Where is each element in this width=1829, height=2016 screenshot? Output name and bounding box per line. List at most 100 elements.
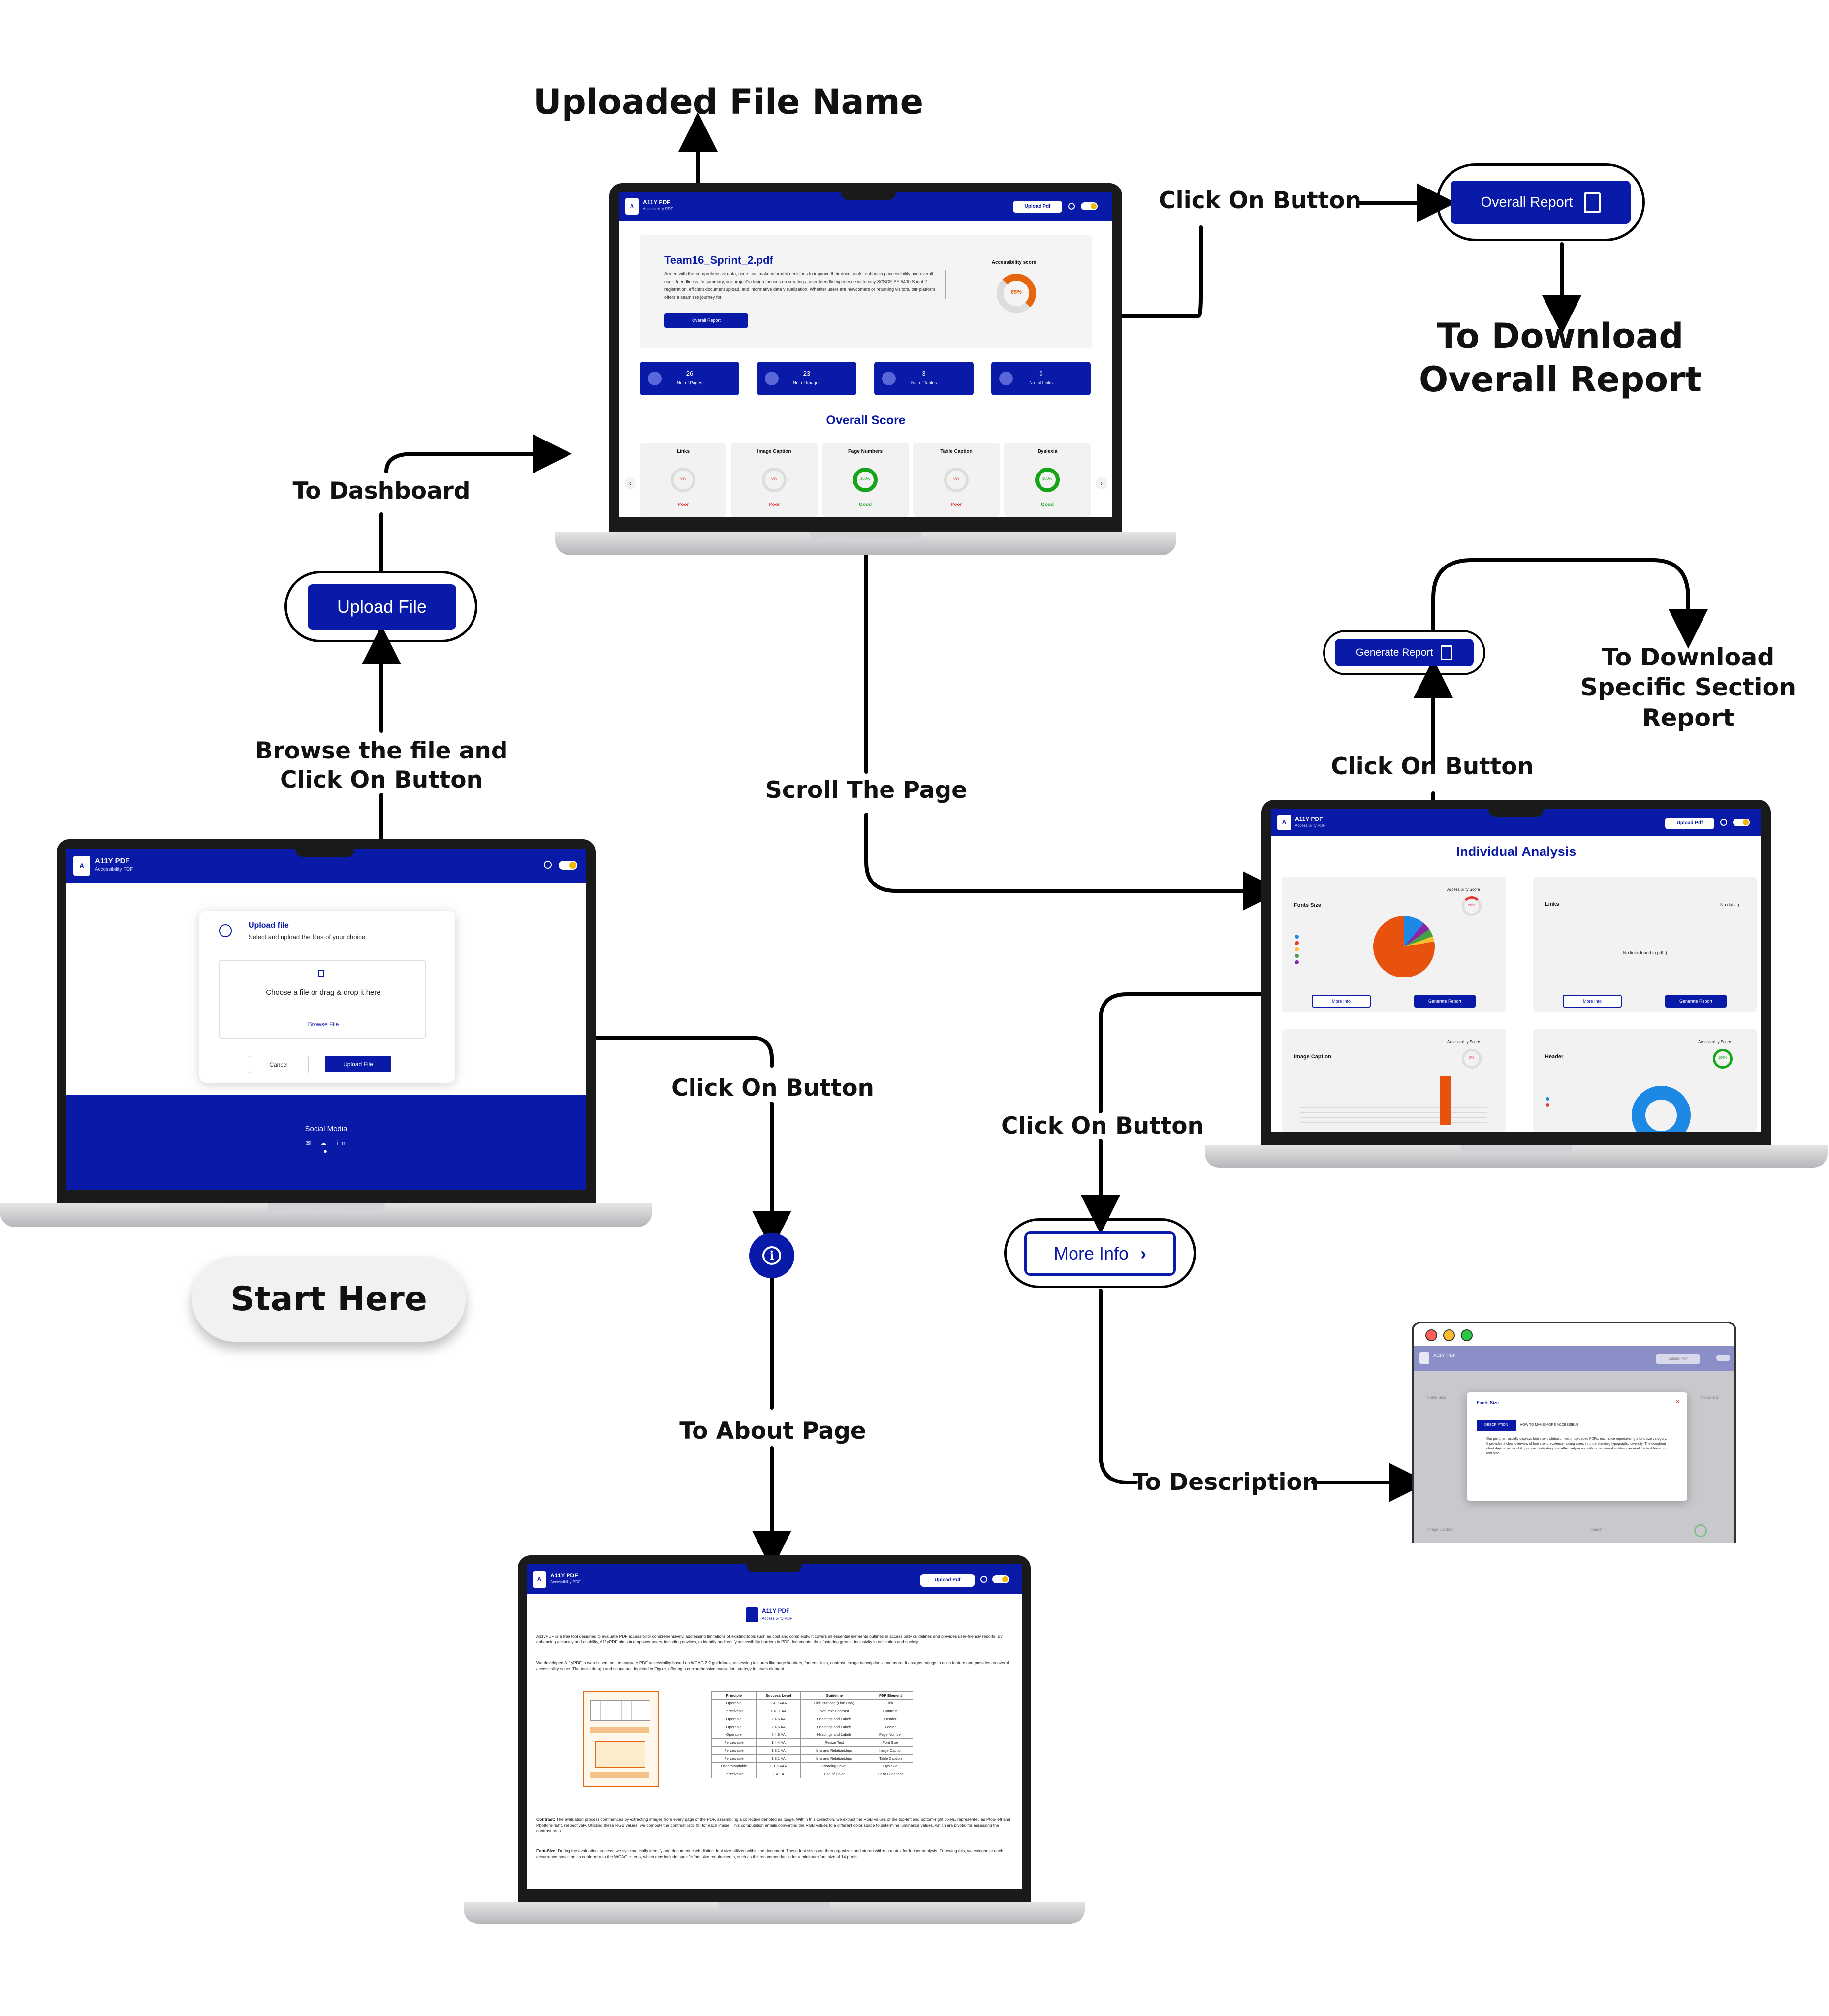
overall-score-title: Overall Score (826, 413, 906, 427)
callout-generate-report: Generate Report (1323, 630, 1485, 675)
font-size-text: During the evaluation process, we system… (536, 1848, 1004, 1859)
accessibility-score-label: Accessibility score (991, 260, 1037, 265)
overall-report-label: Overall Report (1481, 194, 1573, 210)
score-name: Dyslexia (1037, 449, 1058, 454)
info-icon[interactable]: i (749, 1233, 794, 1278)
arrow-report-to-click (745, 225, 1203, 318)
pdf-logo-icon: A (1277, 815, 1291, 830)
overall-report-button[interactable]: Overall Report (1451, 181, 1631, 224)
score-name: Page Numbers (848, 449, 883, 454)
theme-toggle[interactable] (1733, 819, 1750, 826)
overall-report-mini[interactable]: Overall Report (664, 313, 748, 328)
stat-label: No. of Links (1029, 380, 1053, 385)
info-icon[interactable] (1720, 819, 1727, 826)
more-info-button[interactable]: More Info (1563, 995, 1622, 1008)
more-info-button[interactable]: More Info (1312, 995, 1371, 1008)
label-click-on-button-more: Click On Button (1001, 1112, 1204, 1139)
table-header-cell: Guideline (800, 1691, 869, 1700)
header-card: Header Accessibility Score 100% (1533, 1029, 1757, 1132)
table-cell: Operable (711, 1699, 757, 1707)
about-title: A11Y PDF (762, 1607, 790, 1614)
modal-close-icon[interactable]: × (1675, 1397, 1680, 1405)
fonts-size-title: Fonts Size (1294, 902, 1322, 908)
carousel-prev[interactable]: ‹ (624, 477, 636, 489)
contrast-title: Contrast: (536, 1817, 555, 1822)
analysis-screen: A A11Y PDF Accessibility PDF Upload Pdf … (1271, 809, 1761, 1132)
modal-title: Fonts Size (1477, 1400, 1499, 1405)
label-specific-line2: Specific Section (1580, 673, 1797, 702)
generate-report-button[interactable]: Generate Report (1665, 995, 1727, 1008)
generate-report-button[interactable]: Generate Report (1414, 995, 1476, 1008)
theme-toggle[interactable] (992, 1575, 1009, 1583)
tab-description[interactable]: DESCRIPTION (1477, 1420, 1516, 1431)
brand-subtitle: Accessibility PDF (95, 867, 133, 872)
description-window: A11Y PDF Upload Pdf Fonts Size No data :… (1412, 1322, 1736, 1543)
score-ring (944, 468, 969, 492)
label-click-on-button-top: Click On Button (1159, 187, 1361, 214)
browse-file-link[interactable]: Browse File (308, 1021, 339, 1028)
stat-label: No. of Pages (676, 380, 703, 385)
table-cell: Resize Text (800, 1738, 869, 1747)
upload-pdf-button[interactable]: Upload Pdf (1013, 201, 1062, 213)
table-cell: Font Size (868, 1738, 913, 1747)
file-name: Team16_Sprint_2.pdf (664, 254, 773, 266)
links-card: Links No data :( No links found in pdf :… (1533, 877, 1757, 1012)
info-icon[interactable] (1068, 203, 1075, 210)
upload-pdf-button[interactable]: Upload Pdf (920, 1574, 975, 1587)
info-icon[interactable] (544, 861, 552, 869)
font-size-title: Font-Size: (536, 1848, 557, 1853)
brand-name: A11Y PDF (95, 857, 130, 865)
carousel-next[interactable]: › (1096, 477, 1107, 489)
dropzone[interactable]: Choose a file or drag & drop it here Bro… (219, 960, 426, 1039)
minimize-window-icon[interactable] (1443, 1329, 1455, 1341)
table-cell: Perceivable (711, 1746, 757, 1755)
chevron-right-icon: › (1140, 1243, 1147, 1263)
arrow-moreinfo-to-click (1099, 992, 1310, 1113)
stat-value: 0 (1039, 370, 1043, 377)
dimmed-header: A11Y PDF Upload Pdf (1414, 1346, 1734, 1371)
tab-how-to[interactable]: HOW TO MAKE MORE ACCESSIBLE (1520, 1423, 1578, 1427)
score-value: 100% (1042, 476, 1053, 481)
cancel-button[interactable]: Cancel (249, 1056, 309, 1073)
header-score-ring (1713, 1049, 1733, 1069)
table-header-cell: Success Level (756, 1691, 801, 1700)
maximize-window-icon[interactable] (1461, 1329, 1473, 1341)
score-ring (853, 468, 878, 492)
upload-file-submit[interactable]: Upload File (325, 1056, 391, 1072)
table-cell: 2.4.6 AA (756, 1723, 801, 1731)
table-cell: 1.3.1 AA (756, 1754, 801, 1763)
table-cell: Headings and Labels (800, 1715, 869, 1723)
theme-toggle[interactable] (559, 861, 577, 870)
stat-label: No. of Images (792, 380, 821, 385)
generate-report-button[interactable]: Generate Report (1335, 639, 1474, 666)
upload-pdf-button[interactable]: Upload Pdf (1665, 818, 1714, 829)
table-cell: 1.4.1 A (756, 1770, 801, 1778)
table-cell: Reading Level (800, 1762, 869, 1770)
arrow-scroll-to-analysis (864, 813, 1282, 911)
document-icon (1583, 192, 1601, 214)
table-cell: Link Purpose (Link Only) (800, 1699, 869, 1707)
laptop-upload: A A11Y PDF Accessibility PDF Upload file… (0, 839, 652, 1228)
table-cell: Headings and Labels (800, 1723, 869, 1731)
more-info-button[interactable]: More Info › (1024, 1231, 1176, 1276)
info-icon[interactable] (980, 1576, 987, 1583)
upload-file-button[interactable]: Upload File (308, 584, 456, 630)
brand-subtitle: Accessibility PDF (643, 207, 673, 211)
stat-icon (882, 372, 896, 385)
theme-toggle[interactable] (1081, 202, 1098, 210)
table-cell: Use of Color (800, 1770, 869, 1778)
brand-name: A11Y PDF (1295, 816, 1323, 822)
links-title: Links (1545, 901, 1559, 907)
score-rating: Good (1041, 502, 1054, 507)
label-scroll-the-page: Scroll The Page (765, 777, 967, 804)
close-window-icon[interactable] (1425, 1329, 1437, 1341)
table-cell: Perceivable (711, 1770, 757, 1778)
label-to-about-page: To About Page (679, 1418, 866, 1445)
label-to-download-overall: To Download Overall Report (1408, 315, 1713, 401)
